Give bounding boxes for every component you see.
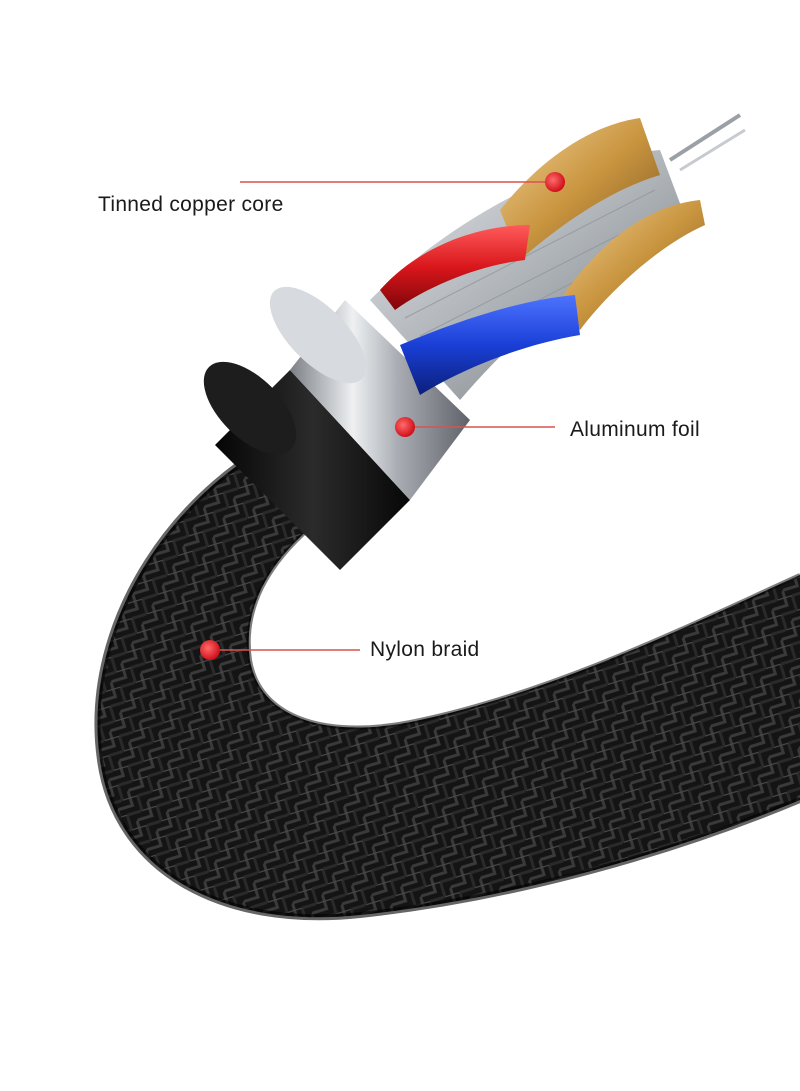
callout-dot-icon [545, 172, 565, 192]
aluminum-foil-layer [269, 286, 470, 500]
cable-jacket [203, 361, 410, 570]
callout-dot-icon [395, 417, 415, 437]
inner-wires [370, 113, 746, 400]
callout-label-tinned-copper-core: Tinned copper core [98, 193, 284, 216]
callout-lines [210, 181, 555, 651]
callout-dot-icon [200, 640, 220, 660]
braided-cable [94, 427, 800, 921]
callout-label-aluminum-foil: Aluminum foil [570, 418, 700, 441]
callout-dots [200, 172, 565, 660]
callout-label-nylon-braid: Nylon braid [370, 638, 480, 661]
